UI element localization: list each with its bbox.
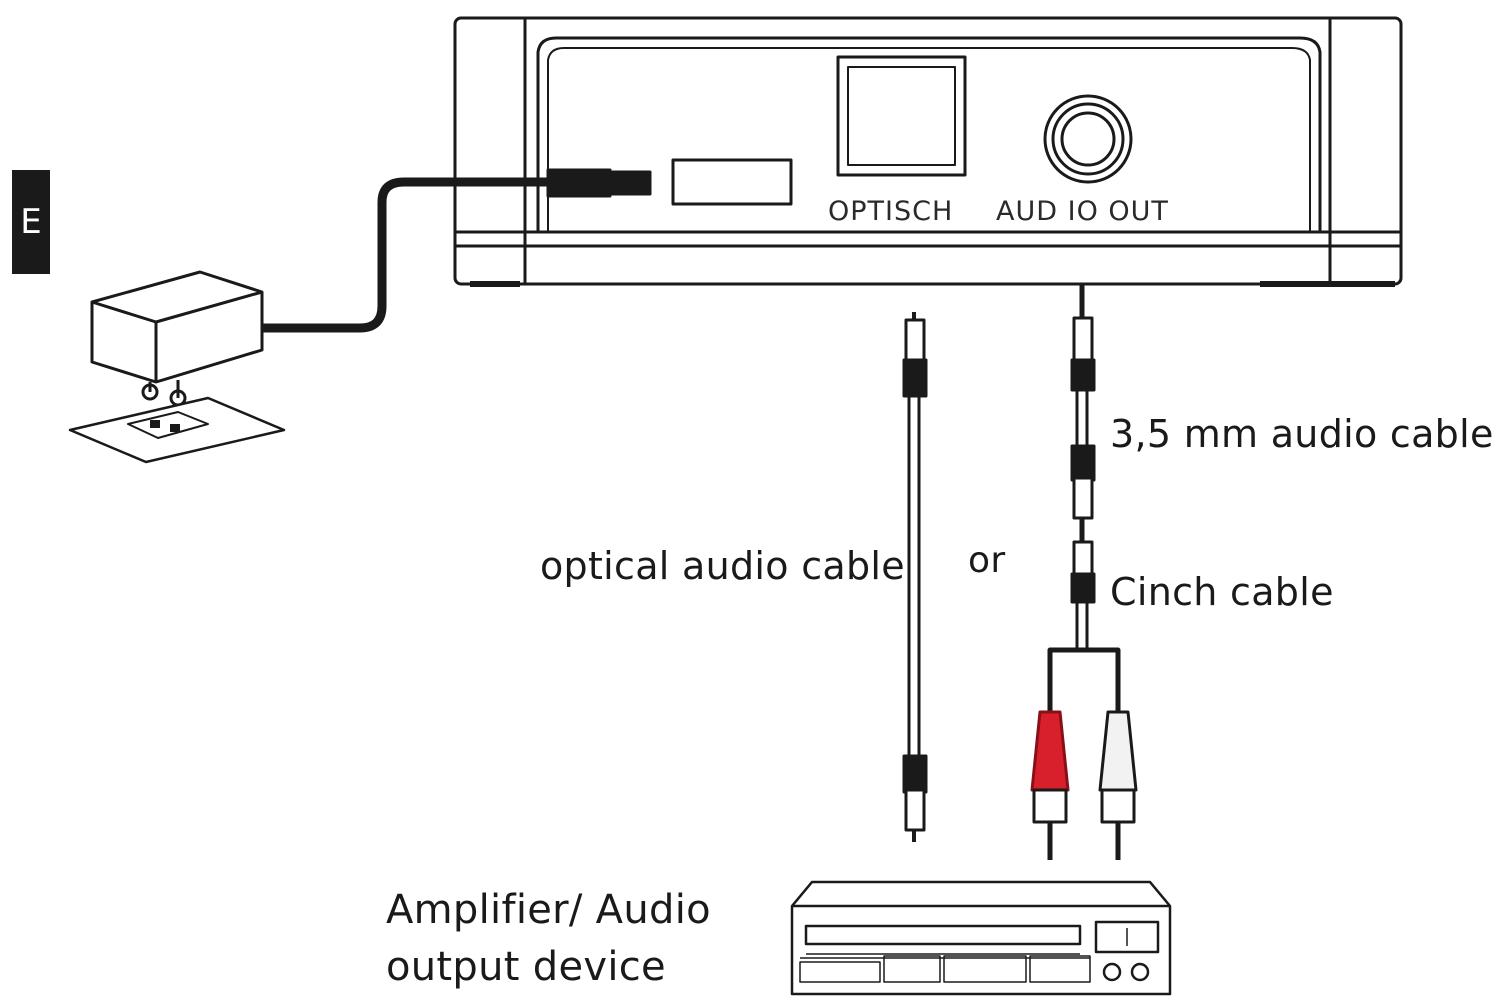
- optical-cable: [902, 312, 928, 842]
- or-label: or: [968, 540, 1006, 581]
- converter-box: [453, 16, 1403, 287]
- power-adapter: [68, 270, 286, 464]
- language-tab: E: [12, 170, 50, 274]
- optical-port-label: OPTISCH: [828, 196, 954, 227]
- amplifier-device: [790, 880, 1172, 996]
- dc-input-slot: [671, 158, 793, 206]
- optical-port: [836, 55, 967, 177]
- audio-35-cable-label: 3,5 mm audio cable: [1110, 412, 1493, 456]
- amplifier-label-line2: output device: [386, 944, 666, 990]
- cinch-cable-label: Cinch cable: [1110, 570, 1334, 614]
- audio-out-label: AUD IO OUT: [996, 196, 1169, 227]
- amplifier-label-line1: Amplifier/ Audio: [386, 887, 711, 933]
- rca-plug-white: [1098, 710, 1138, 860]
- power-cable: [260, 177, 550, 333]
- power-plug: [546, 168, 612, 198]
- optical-cable-label: optical audio cable: [540, 544, 905, 588]
- audio-out-jack: [1043, 94, 1133, 184]
- rca-plug-red: [1030, 710, 1070, 860]
- audio-35-cable: [1047, 284, 1121, 712]
